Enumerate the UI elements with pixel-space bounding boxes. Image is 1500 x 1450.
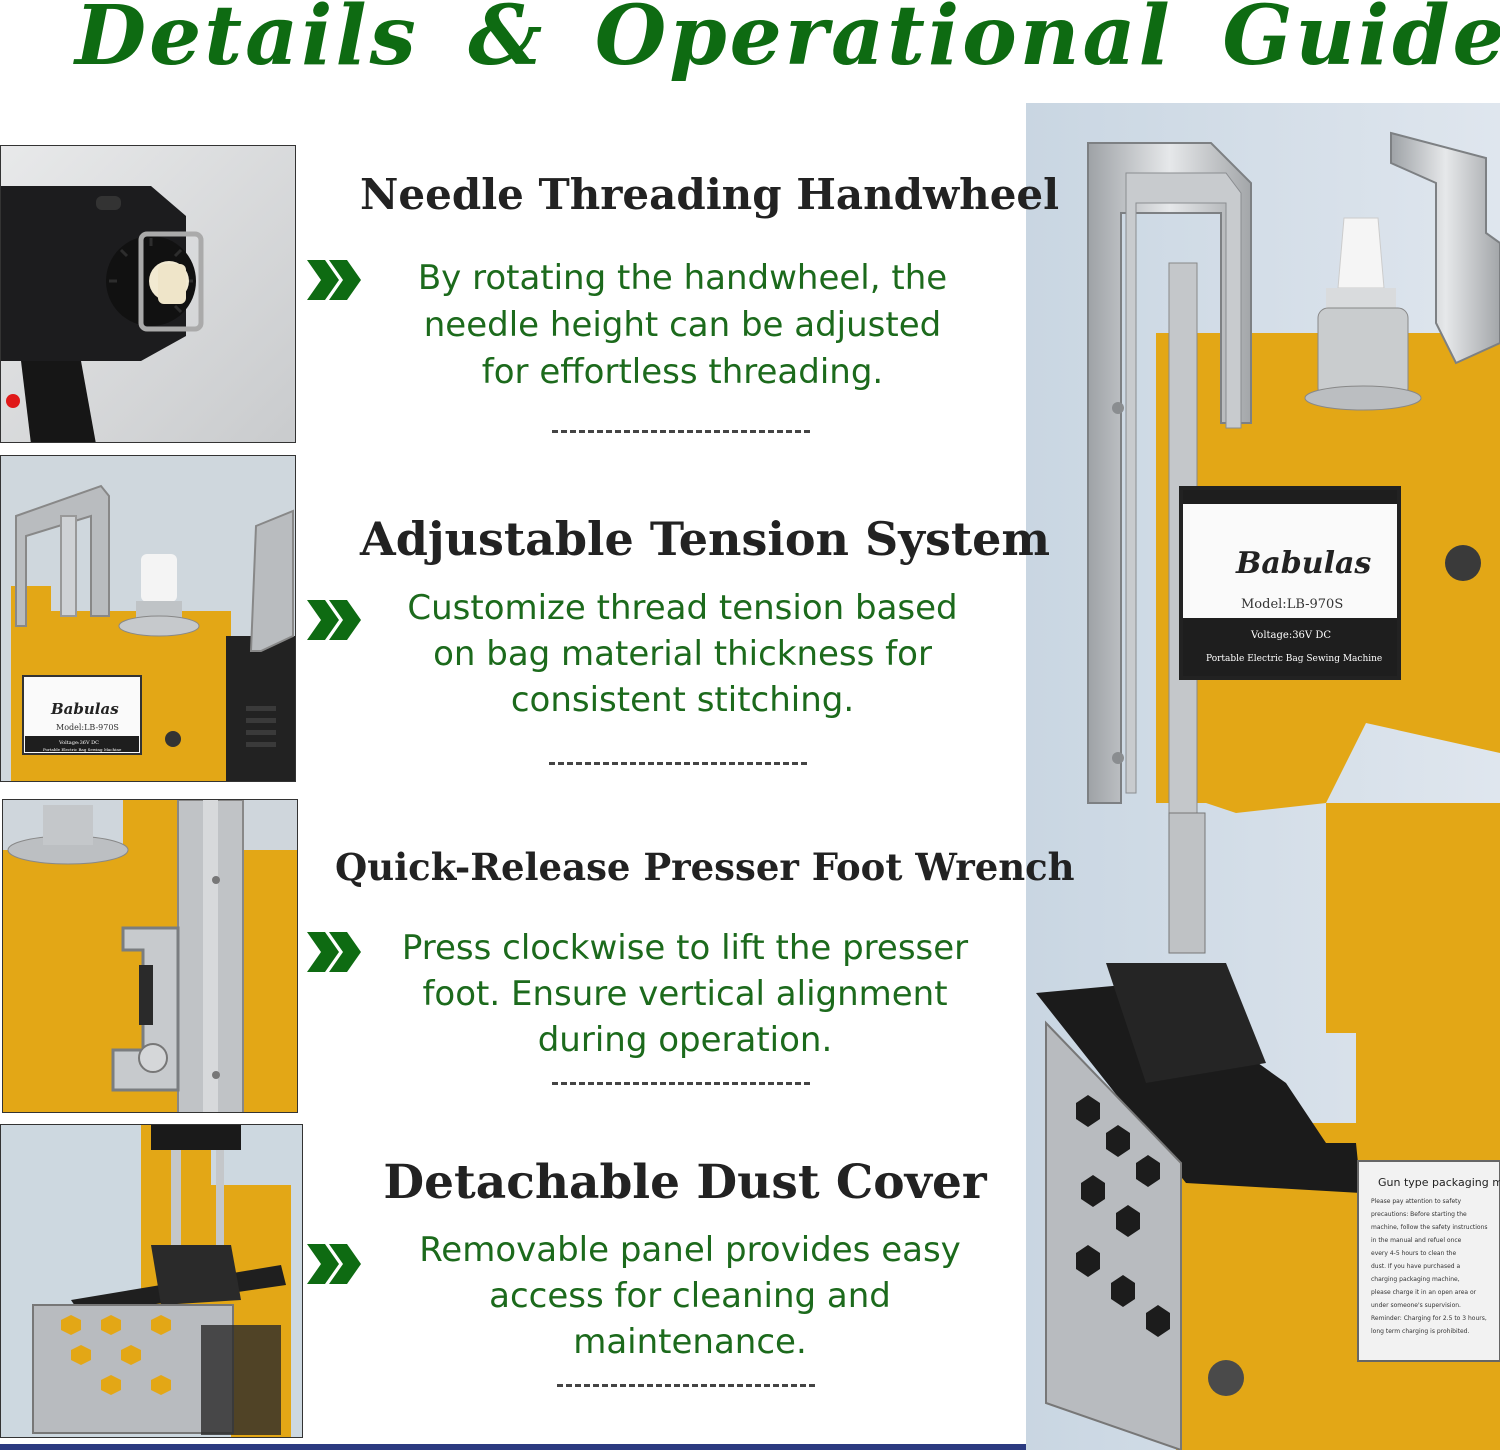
section-desc-tension: Customize thread tension based on bag ma… bbox=[370, 585, 995, 723]
section-desc-dust-cover: Removable panel provides easy access for… bbox=[380, 1227, 1000, 1365]
tension-system-thumbnail: Babulas Model:LB-970S Voltage:36V DC Por… bbox=[0, 455, 296, 782]
desc-line: needle height can be adjusted bbox=[423, 305, 942, 345]
desc-line: on bag material thickness for bbox=[433, 634, 932, 674]
divider bbox=[552, 1082, 810, 1085]
desc-line: consistent stitching. bbox=[510, 680, 855, 720]
machine-model: Model:LB-970S bbox=[1241, 597, 1343, 612]
section-title-tension: Adjustable Tension System bbox=[360, 512, 1051, 566]
warning-text: Please pay attention to safety precaution… bbox=[1371, 1198, 1488, 1335]
warning-line: charging packaging machine, bbox=[1371, 1276, 1460, 1283]
warning-line: dust. If you have purchased a bbox=[1371, 1263, 1461, 1270]
desc-line: during operation. bbox=[537, 1020, 833, 1060]
warning-line: long term charging is prohibited. bbox=[1371, 1328, 1469, 1335]
section-title-handwheel: Needle Threading Handwheel bbox=[360, 170, 1060, 219]
warning-line: precautions: Before starting the bbox=[1371, 1211, 1467, 1218]
desc-line: foot. Ensure vertical alignment bbox=[422, 974, 948, 1014]
warning-line: under someone's supervision. bbox=[1371, 1302, 1461, 1309]
warning-line: Please pay attention to safety bbox=[1371, 1198, 1461, 1205]
warning-line: Reminder: Charging for 2.5 to 3 hours, bbox=[1371, 1315, 1487, 1322]
desc-line: Customize thread tension based bbox=[407, 588, 958, 628]
presser-foot-wrench-thumbnail bbox=[2, 799, 298, 1113]
hero-machine-image: Babulas Model:LB-970S Voltage:36V DC Por… bbox=[1026, 103, 1500, 1450]
section-desc-wrench: Press clockwise to lift the presser foot… bbox=[370, 925, 1000, 1063]
machine-brand: Babulas bbox=[1235, 546, 1371, 581]
machine-voltage: Voltage:36V DC bbox=[1250, 630, 1331, 641]
warning-line: machine, follow the safety instructions bbox=[1371, 1224, 1488, 1231]
thumb-model: Model:LB-970S bbox=[56, 723, 119, 732]
section-title-wrench: Quick-Release Presser Foot Wrench bbox=[335, 845, 1075, 889]
desc-line: By rotating the handwheel, the bbox=[417, 258, 948, 298]
divider bbox=[557, 1384, 815, 1387]
warning-line: every 4-5 hours to clean the bbox=[1371, 1250, 1456, 1257]
desc-line: Press clockwise to lift the presser bbox=[401, 928, 969, 968]
handwheel-thumbnail bbox=[0, 145, 296, 443]
warning-line: in the manual and refuel once bbox=[1371, 1237, 1462, 1244]
machine-name: Portable Electric Bag Sewing Machine bbox=[1206, 654, 1382, 664]
warning-heading: Gun type packaging machine bbox=[1378, 1176, 1500, 1189]
chevron-right-icon bbox=[307, 932, 361, 972]
bottom-rule bbox=[0, 1444, 1026, 1450]
thumb-machine-name: Portable Electric Bag Sewing Machine bbox=[43, 747, 122, 752]
chevron-right-icon bbox=[307, 260, 361, 300]
divider bbox=[549, 762, 807, 765]
chevron-right-icon bbox=[307, 1244, 361, 1284]
desc-line: for effortless threading. bbox=[481, 352, 884, 392]
divider bbox=[552, 430, 810, 433]
section-title-dust-cover: Detachable Dust Cover bbox=[383, 1155, 987, 1210]
thumb-voltage: Voltage:36V DC bbox=[58, 740, 99, 746]
thumb-brand: Babulas bbox=[50, 700, 119, 718]
desc-line: access for cleaning and bbox=[489, 1276, 891, 1316]
page-title: Details & Operational Guide bbox=[75, 0, 1500, 84]
warning-line: please charge it in an open area or bbox=[1371, 1289, 1477, 1296]
dust-cover-thumbnail bbox=[0, 1124, 303, 1438]
desc-line: Removable panel provides easy bbox=[419, 1230, 961, 1270]
desc-line: maintenance. bbox=[573, 1322, 807, 1362]
section-desc-handwheel: By rotating the handwheel, the needle he… bbox=[370, 255, 995, 396]
chevron-right-icon bbox=[307, 600, 361, 640]
